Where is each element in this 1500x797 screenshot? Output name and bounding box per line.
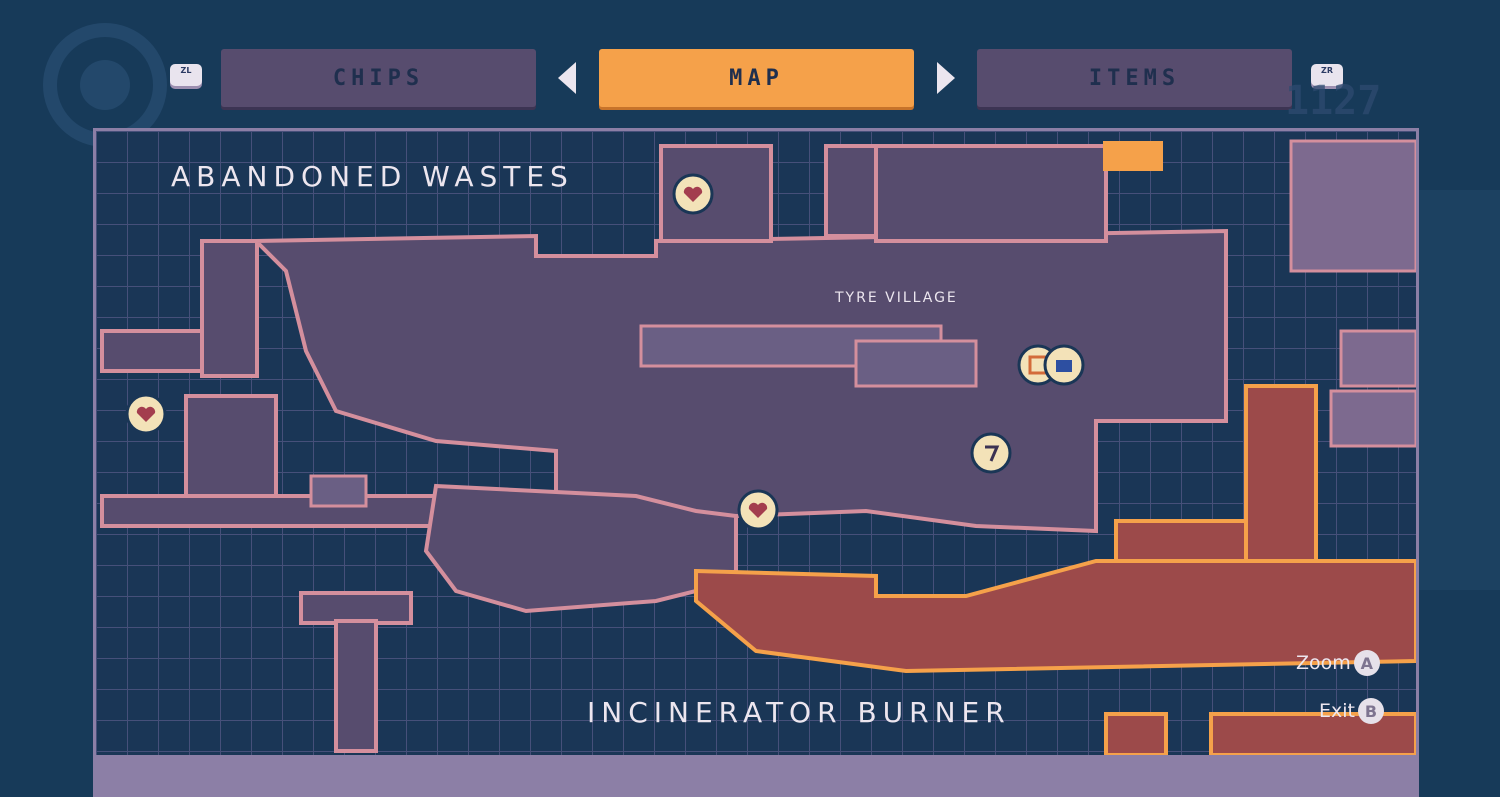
zr-trigger-button[interactable]: ZR xyxy=(1311,64,1343,86)
number-icon xyxy=(985,445,1000,462)
heart-icon xyxy=(748,502,768,518)
heart-icon xyxy=(136,406,156,422)
inner-corridors xyxy=(309,324,978,508)
number-marker[interactable] xyxy=(970,432,1012,474)
map-frame xyxy=(93,128,1419,758)
tab-bar: ZL CHIPS MAP ITEMS ZR xyxy=(0,0,1500,125)
arrow-right-icon[interactable] xyxy=(937,62,957,94)
tab-map[interactable]: MAP xyxy=(599,49,914,107)
a-button-icon: A xyxy=(1353,650,1380,676)
zl-trigger-button[interactable]: ZL xyxy=(170,64,202,86)
map-bottom-bar xyxy=(93,758,1419,797)
heart-icon xyxy=(683,186,703,202)
heart-marker[interactable] xyxy=(125,393,167,435)
map-canvas[interactable] xyxy=(96,131,1416,755)
tab-chips[interactable]: CHIPS xyxy=(221,49,536,107)
exit-label: Exit xyxy=(1319,700,1355,722)
heart-marker[interactable] xyxy=(672,173,714,215)
tab-items[interactable]: ITEMS xyxy=(977,49,1292,107)
right-side-rooms xyxy=(1289,139,1416,448)
top-orange-room xyxy=(1103,141,1163,171)
area-label-tyre-village: TYRE VILLAGE xyxy=(835,290,958,306)
exit-hint[interactable]: Exit B xyxy=(1319,698,1384,724)
lock-icon xyxy=(1056,360,1072,372)
zoom-hint[interactable]: Zoom A xyxy=(1296,650,1380,676)
incinerator-burner-rooms xyxy=(694,384,1416,755)
background-counter: 1127 xyxy=(1285,78,1382,124)
region-incinerator-burner: INCINERATOR BURNER xyxy=(587,696,1011,729)
zoom-label: Zoom xyxy=(1296,652,1351,674)
region-abandoned-wastes: ABANDONED WASTES xyxy=(171,160,574,193)
heart-marker[interactable] xyxy=(737,489,779,531)
lock-marker[interactable] xyxy=(1043,344,1085,386)
b-button-icon: B xyxy=(1357,698,1384,724)
arrow-left-icon[interactable] xyxy=(556,62,576,94)
